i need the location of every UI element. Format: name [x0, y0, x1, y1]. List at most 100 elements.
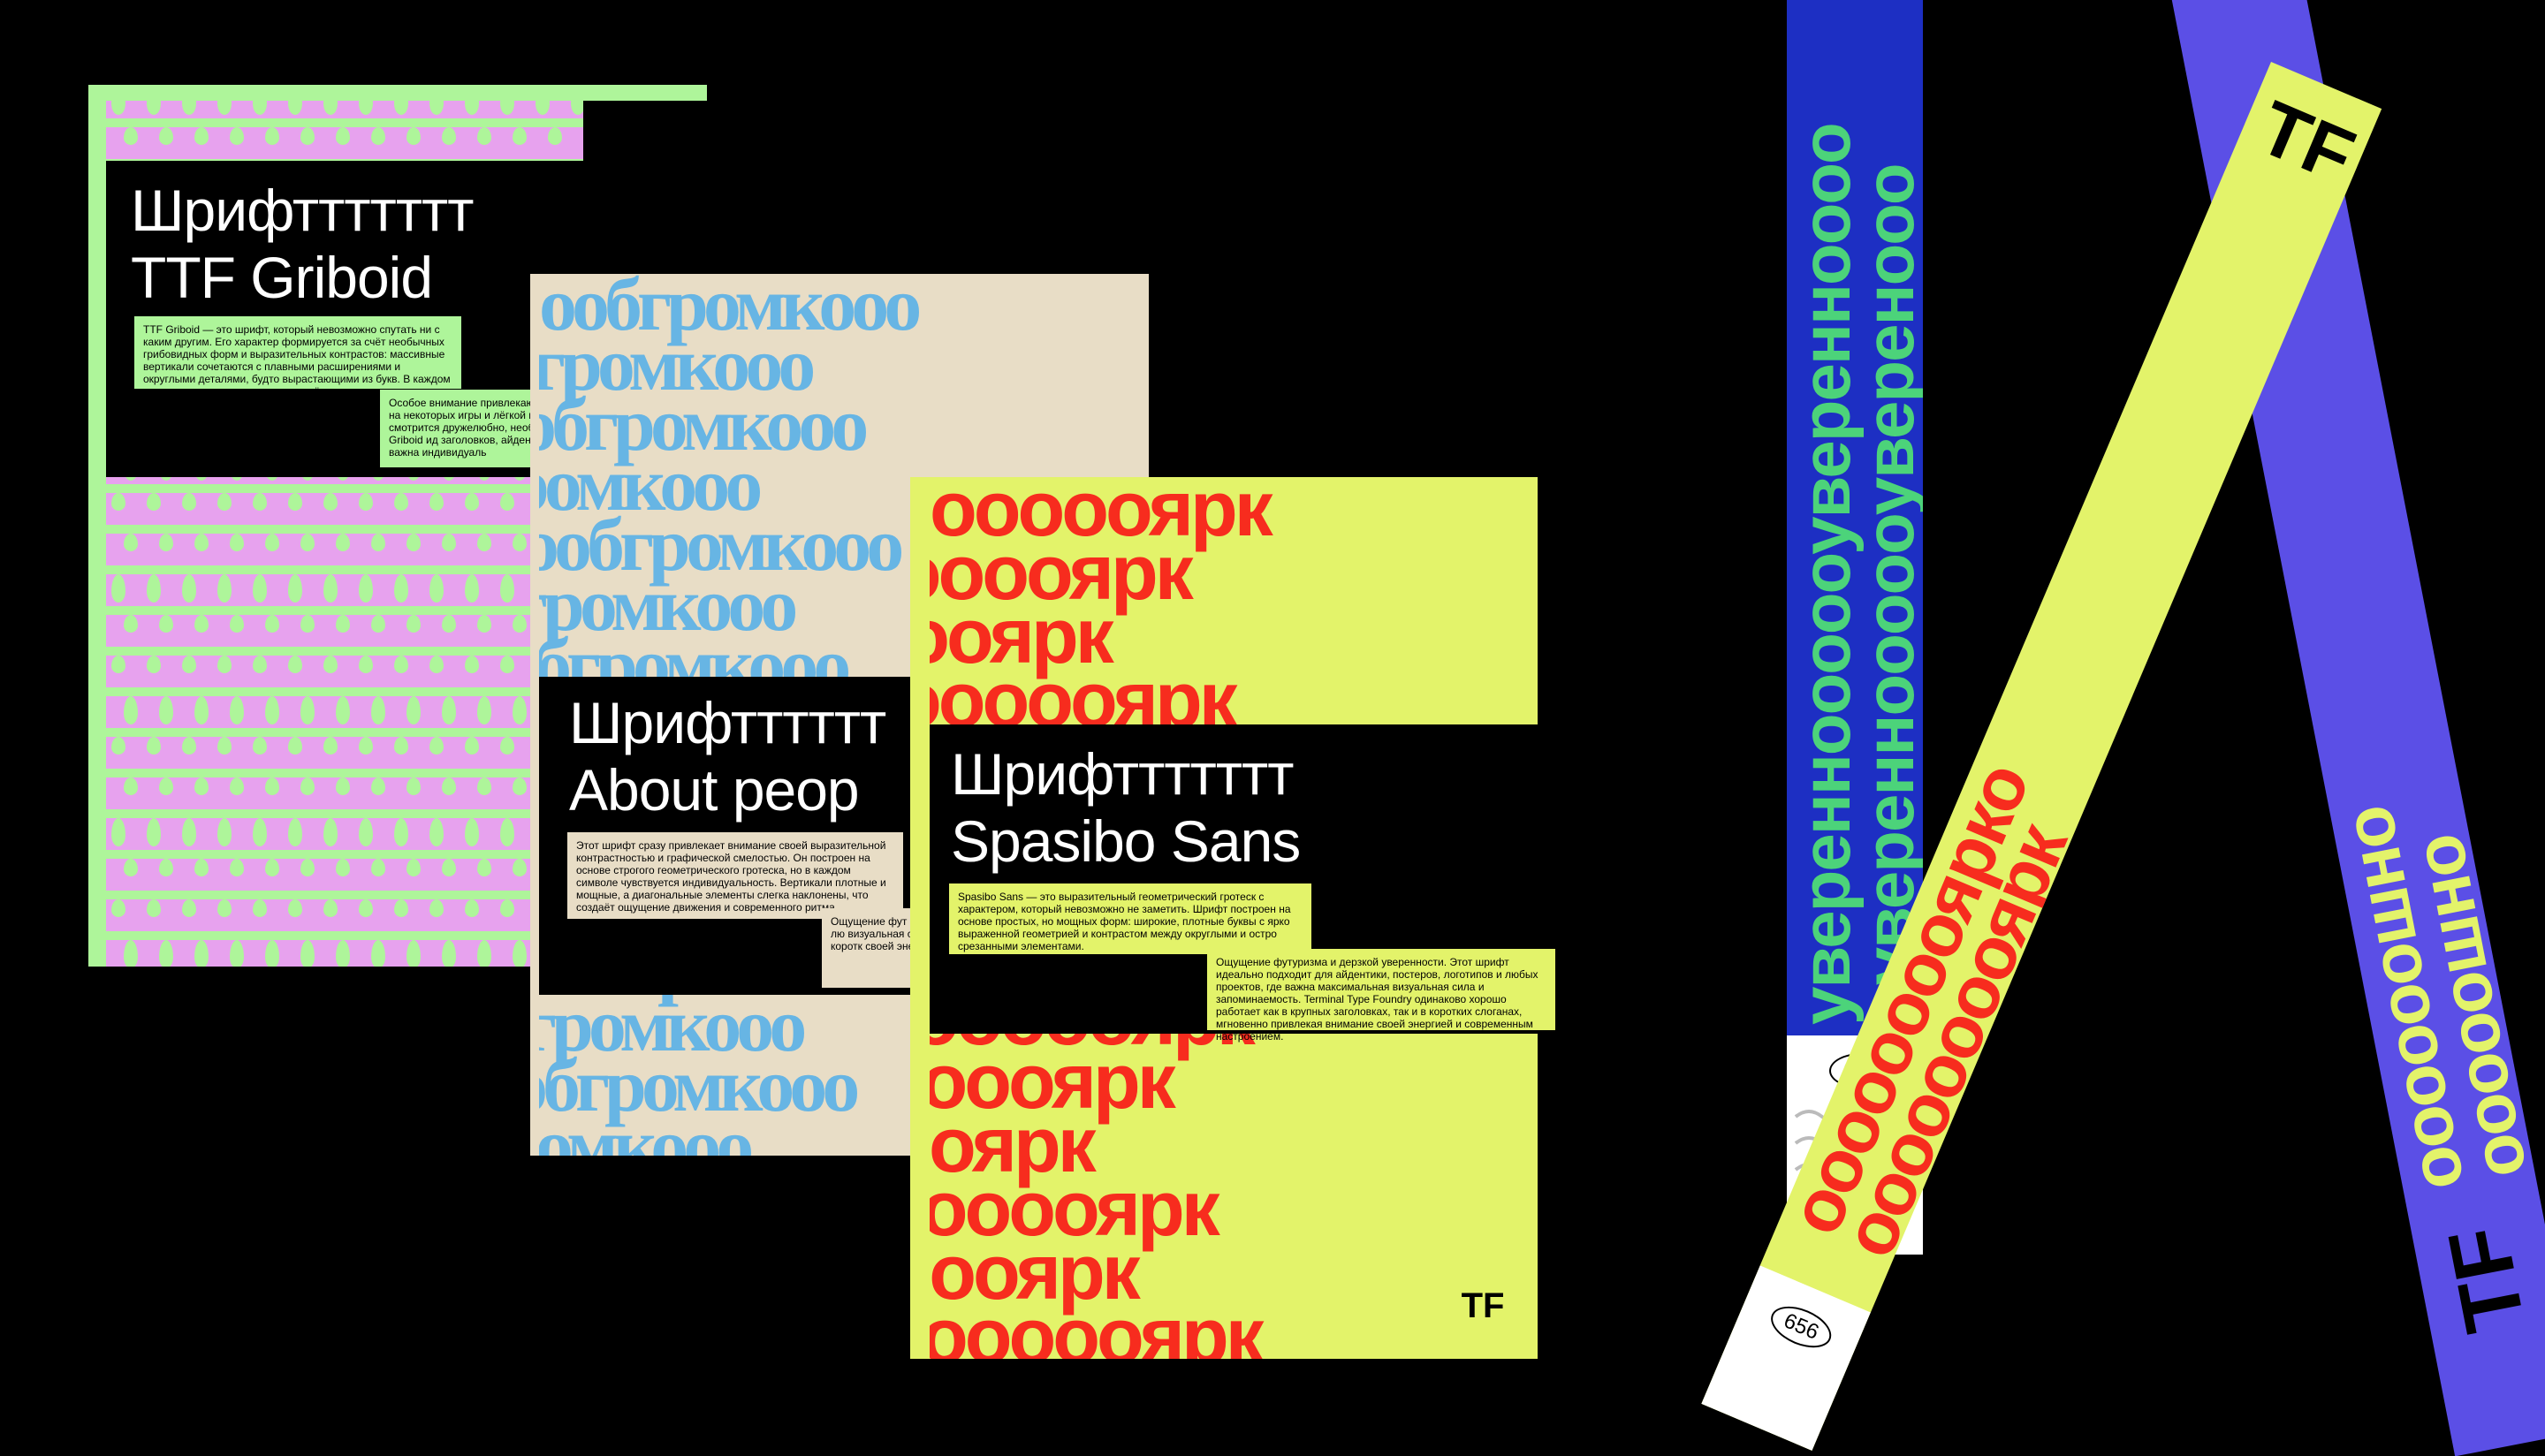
- pattern-drop: [465, 737, 479, 755]
- pattern-drop: [359, 493, 373, 511]
- pattern-drop: [394, 493, 408, 511]
- pattern-drop: [159, 127, 173, 145]
- pattern-drop: [429, 818, 444, 846]
- pattern-drop: [124, 615, 138, 633]
- pattern-drop: [336, 127, 350, 145]
- pattern-drop: [442, 777, 456, 795]
- poster-spasibo-sans: оооооярк оооооярк оооооярк оооооярк оооо…: [910, 477, 1555, 1359]
- pattern-drop: [288, 493, 302, 511]
- pattern-drop: [230, 859, 244, 876]
- pattern-drop: [371, 534, 385, 551]
- ttf-logo-icon: TF: [1451, 1288, 1515, 1352]
- pattern-drop: [336, 777, 350, 795]
- pattern-drop: [111, 818, 125, 846]
- pattern-drop: [159, 534, 173, 551]
- pattern-drop: [217, 737, 232, 755]
- pattern-drop: [147, 737, 161, 755]
- pattern-bar: [106, 850, 583, 859]
- pattern-drop: [394, 656, 408, 673]
- pattern-drop: [124, 696, 138, 724]
- pattern-drop: [288, 656, 302, 673]
- pattern-drop: [124, 859, 138, 876]
- pattern-drop: [429, 574, 444, 603]
- pattern-drop: [406, 534, 421, 551]
- poster-griboid: Шрифттттттт TTF Griboid TTF Griboid — эт…: [88, 85, 707, 967]
- pattern-drop: [359, 574, 373, 603]
- pattern-drop: [371, 859, 385, 876]
- pattern-drop: [477, 777, 491, 795]
- pattern-bar: [106, 118, 583, 127]
- pattern-drop: [513, 940, 527, 967]
- pattern-bar: [106, 647, 583, 656]
- pattern-row: ообгромкооо: [539, 382, 869, 466]
- pattern-drop: [217, 574, 232, 603]
- pattern-drop: [429, 493, 444, 511]
- pattern-drop: [359, 818, 373, 846]
- pattern-drop: [230, 940, 244, 967]
- pattern-drop: [442, 940, 456, 967]
- pattern-drop: [230, 696, 244, 724]
- pattern-drop: [442, 534, 456, 551]
- pattern-drop: [111, 899, 125, 917]
- pattern-drop: [230, 127, 244, 145]
- pattern-drop: [394, 737, 408, 755]
- wristband-yellow-tag: 656: [1701, 1265, 1871, 1451]
- pattern-drop: [124, 127, 138, 145]
- pattern-drop: [182, 818, 196, 846]
- pattern-drop: [300, 615, 315, 633]
- pattern-drop: [265, 859, 279, 876]
- pattern-drop: [124, 777, 138, 795]
- pattern-bar: [106, 769, 583, 777]
- pattern-drop: [406, 696, 421, 724]
- pattern-drop: [300, 940, 315, 967]
- pattern-drop: [429, 737, 444, 755]
- pattern-drop: [194, 534, 209, 551]
- poster-griboid-text-1: TTF Griboid — это шрифт, который невозмо…: [134, 316, 461, 398]
- pattern-drop: [548, 127, 562, 145]
- pattern-drop: [147, 818, 161, 846]
- pattern-row: ообгромкооо: [539, 502, 904, 587]
- pattern-drop: [182, 493, 196, 511]
- title-line-2: About peop: [569, 757, 860, 823]
- pattern-drop: [465, 493, 479, 511]
- wristband-blue-text-a: уверенноооооуверенноооо: [1787, 124, 1865, 1025]
- pattern-drop: [359, 899, 373, 917]
- wristband-yellow-logo-icon: TF: [2247, 85, 2366, 200]
- pattern-drop: [265, 940, 279, 967]
- pattern-drop: [300, 859, 315, 876]
- poster-griboid-title: Шрифттттттт TTF Griboid: [131, 177, 475, 311]
- pattern-drop: [159, 615, 173, 633]
- wristband-purple-logo-icon: TF: [2430, 1219, 2543, 1339]
- pattern-drop: [500, 574, 514, 603]
- pattern-drop: [323, 899, 338, 917]
- pattern-drop: [465, 574, 479, 603]
- pattern-bar: [106, 809, 583, 818]
- pattern-drop: [371, 696, 385, 724]
- pattern-drop: [182, 574, 196, 603]
- pattern-drop: [253, 899, 267, 917]
- pattern-row: оооооярк: [930, 1037, 1176, 1125]
- pattern-bar: [106, 891, 583, 899]
- pattern-drop: [111, 656, 125, 673]
- pattern-drop: [359, 737, 373, 755]
- pattern-drop: [230, 534, 244, 551]
- pattern-drop: [323, 493, 338, 511]
- pattern-drop: [406, 859, 421, 876]
- pattern-row: ообгромкооо: [539, 322, 816, 406]
- title-line-1: Шрифттттттт: [131, 178, 475, 243]
- title-line-2: TTF Griboid: [131, 245, 433, 310]
- pattern-drop: [265, 615, 279, 633]
- pattern-drop: [194, 696, 209, 724]
- pattern-drop: [217, 493, 232, 511]
- pattern-drop: [147, 574, 161, 603]
- pattern-drop: [194, 127, 209, 145]
- pattern-drop: [253, 737, 267, 755]
- poster-about-edge: [530, 274, 539, 1156]
- title-line-1: Шрифтттттт: [569, 690, 886, 755]
- pattern-drop: [323, 737, 338, 755]
- pattern-drop: [124, 940, 138, 967]
- pattern-drop: [500, 899, 514, 917]
- poster-spasibo-text-1: Spasibo Sans — это выразительный геометр…: [949, 883, 1311, 954]
- pattern-drop: [500, 737, 514, 755]
- pattern-drop: [477, 859, 491, 876]
